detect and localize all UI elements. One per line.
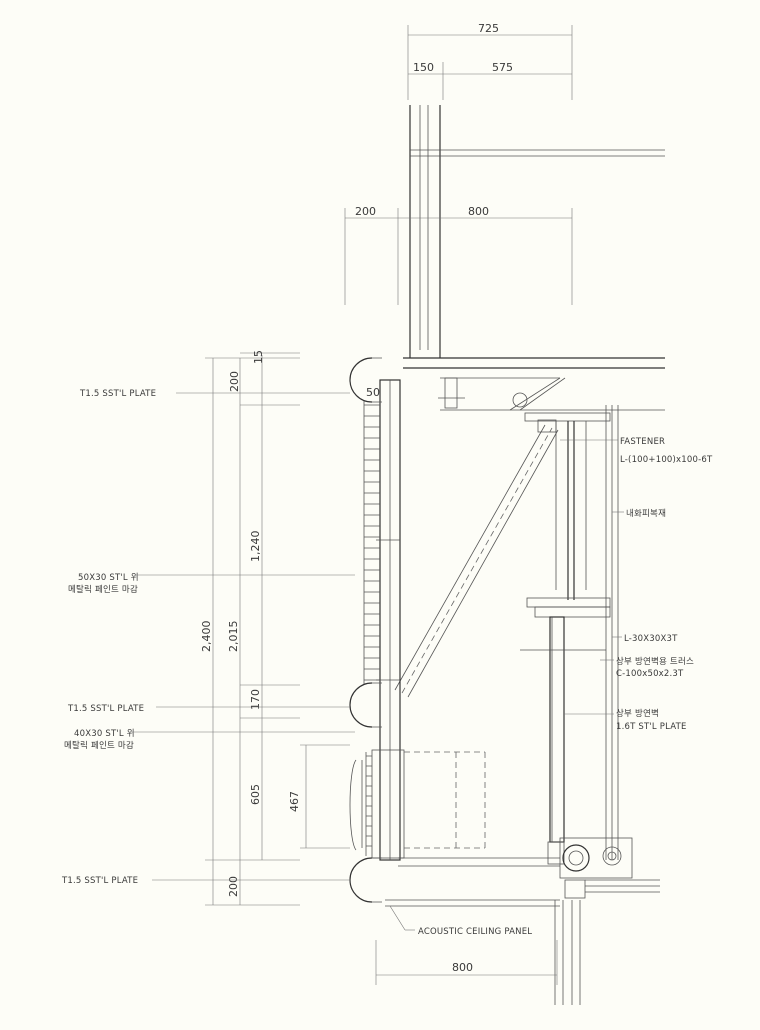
dim-2015: 2,015 bbox=[227, 621, 240, 653]
smoke-barrier bbox=[398, 616, 606, 867]
label-truss-line1: 상부 방연벽용 트러스 bbox=[616, 656, 694, 667]
label-plate-bottom: T1.5 SST'L PLATE bbox=[61, 876, 138, 886]
dim-467: 467 bbox=[288, 791, 301, 812]
label-pipe-50-line2: 메탈릭 페인트 마감 bbox=[68, 584, 138, 595]
floor-beam bbox=[403, 357, 665, 411]
roller-mechanism bbox=[554, 837, 660, 1005]
dim-15: 15 bbox=[252, 350, 265, 364]
label-fastener: FASTENER bbox=[620, 437, 665, 447]
steel-column bbox=[409, 105, 665, 358]
bottom-dimension-group: 800 bbox=[375, 940, 558, 985]
louver-panel: 50 bbox=[363, 379, 401, 861]
label-smoke-wall-line2: 1.6T ST'L PLATE bbox=[616, 722, 687, 732]
label-fireproof: 내화피복재 bbox=[626, 509, 666, 519]
label-angle-small: L-30X30X3T bbox=[624, 634, 678, 644]
dim-top-right: 575 bbox=[492, 61, 513, 74]
label-pipe-40-line1: 40X30 ST'L 위 bbox=[74, 729, 135, 739]
dim-top-total: 725 bbox=[478, 22, 499, 35]
label-pipe-50-line1: 50X30 ST'L 위 bbox=[78, 573, 139, 583]
dim-200-top: 200 bbox=[228, 371, 241, 392]
dim-top-left: 150 bbox=[413, 61, 434, 74]
lower-grille bbox=[349, 749, 486, 859]
top-dimension-group: 725 150 575 bbox=[407, 22, 573, 100]
dim-605: 605 bbox=[249, 784, 262, 805]
dim-170: 170 bbox=[249, 689, 262, 710]
mid-dimension-group: 200 800 bbox=[344, 205, 573, 305]
label-angle-main: L-(100+100)x100-6T bbox=[620, 455, 713, 465]
dim-bottom-800: 800 bbox=[452, 961, 473, 974]
dim-50: 50 bbox=[366, 386, 380, 399]
diagonal-strut bbox=[394, 419, 559, 698]
dim-200-bottom: 200 bbox=[227, 876, 240, 897]
left-labels: T1.5 SST'L PLATE 50X30 ST'L 위 메탈릭 페인트 마감… bbox=[61, 389, 355, 886]
dim-1240: 1,240 bbox=[249, 531, 262, 563]
label-truss-line2: C-100x50x2.3T bbox=[616, 669, 684, 679]
steel-hanger bbox=[524, 405, 619, 860]
ceiling-line bbox=[385, 899, 560, 931]
label-smoke-wall-line1: 상부 방연벽 bbox=[616, 708, 659, 719]
dim-mid-right: 800 bbox=[468, 205, 489, 218]
label-pipe-40-line2: 메탈릭 페인트 마감 bbox=[64, 740, 134, 751]
dim-2400: 2,400 bbox=[200, 621, 213, 653]
label-plate-mid: T1.5 SST'L PLATE bbox=[67, 704, 144, 714]
vertical-dimensions: 15 200 1,240 2,400 2,015 170 605 467 200 bbox=[200, 350, 350, 906]
right-labels: FASTENER L-(100+100)x100-6T 내화피복재 L-30X3… bbox=[405, 437, 713, 937]
dim-mid-left: 200 bbox=[355, 205, 376, 218]
label-plate-top: T1.5 SST'L PLATE bbox=[79, 389, 156, 399]
label-ceiling: ACOUSTIC CEILING PANEL bbox=[418, 927, 532, 937]
